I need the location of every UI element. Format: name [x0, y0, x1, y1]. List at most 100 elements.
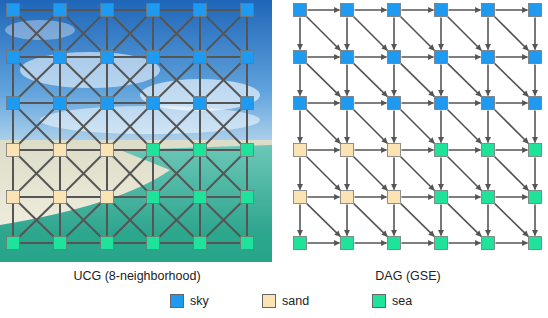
dag-arrow: [346, 65, 348, 96]
legend-text: sky: [190, 295, 209, 309]
grid-line: [107, 103, 153, 150]
pixel-square: [482, 51, 495, 64]
pixel-square: [147, 4, 160, 17]
grid-line: [60, 10, 107, 57]
dag-arrow: [402, 9, 434, 11]
dag-arrow: [308, 196, 340, 198]
dag-arrow: [299, 65, 301, 96]
dag-arrow: [354, 64, 387, 97]
pixel-square: [194, 144, 207, 157]
dag-arrow: [355, 102, 387, 104]
grid-line: [107, 57, 153, 103]
pixel-square: [435, 144, 448, 157]
pixel-square: [54, 97, 67, 110]
pixel-square: [7, 97, 20, 110]
pixel-square: [54, 237, 67, 250]
grid-line: [13, 56, 60, 58]
pixel-square: [194, 237, 207, 250]
grid-line: [13, 103, 60, 150]
grid-line: [13, 196, 60, 198]
grid-line: [107, 10, 153, 57]
pixel-square: [54, 191, 67, 204]
grid-line: [60, 56, 107, 58]
grid-line: [13, 242, 60, 244]
dag-arrow: [496, 102, 528, 104]
dag-arrow: [487, 18, 489, 50]
dag-arrow: [449, 196, 481, 198]
grid-line: [13, 57, 60, 103]
pixel-square: [435, 51, 448, 64]
grid-line: [60, 196, 107, 198]
grid-line: [106, 10, 108, 57]
dag-arrow: [307, 64, 340, 97]
pixel-square: [54, 4, 67, 17]
dag-arrow: [393, 111, 395, 143]
dag-arrow: [440, 18, 442, 50]
grid-line: [200, 149, 247, 151]
pixel-square: [529, 191, 542, 204]
grid-line: [199, 10, 201, 57]
dag-arrow: [487, 111, 489, 143]
grid-line: [153, 102, 200, 104]
dag-arrow: [346, 158, 348, 190]
grid-line: [152, 10, 154, 57]
grid-line: [12, 150, 14, 197]
pixel-square: [241, 97, 254, 110]
pixel-square: [241, 4, 254, 17]
dag-arrow: [495, 110, 529, 144]
dag-arrow: [354, 17, 388, 51]
grid-line: [200, 196, 247, 198]
pixel-square: [435, 97, 448, 110]
grid-line: [107, 57, 153, 103]
dag-arrow: [354, 204, 387, 237]
grid-line: [153, 57, 200, 103]
grid-line: [200, 197, 247, 243]
grid-line: [60, 10, 107, 57]
dag-arrow: [299, 18, 301, 50]
dag-arrow: [402, 196, 434, 198]
grid-line: [200, 150, 247, 197]
dag-arrow: [440, 65, 442, 96]
pixel-square: [294, 4, 307, 17]
grid-line: [200, 103, 247, 150]
dag-arrow: [402, 56, 434, 58]
legend-text: sand: [282, 295, 309, 309]
dag-arrow: [307, 204, 340, 237]
pixel-square: [54, 51, 67, 64]
grid-line: [60, 103, 107, 150]
dag-arrow: [308, 149, 340, 151]
dag-arrow: [299, 205, 301, 236]
dag-arrow: [449, 102, 481, 104]
pixel-square: [241, 191, 254, 204]
dag-arrow: [308, 56, 340, 58]
dag-arrow: [354, 110, 388, 144]
pixel-square: [388, 191, 401, 204]
dag-arrow: [449, 56, 481, 58]
pixel-square: [7, 144, 20, 157]
pixel-square: [529, 97, 542, 110]
grid-line: [153, 150, 200, 197]
grid-line: [200, 150, 247, 197]
dag-arrow: [355, 242, 387, 244]
grid-line: [200, 10, 247, 57]
pixel-square: [341, 191, 354, 204]
grid-line: [60, 242, 107, 244]
grid-line: [12, 103, 14, 150]
pixel-square: [101, 144, 114, 157]
legend-swatch: [262, 294, 276, 308]
dag-arrow: [448, 64, 481, 97]
dag-arrow: [496, 9, 528, 11]
dag-arrow: [449, 242, 481, 244]
pixel-square: [529, 4, 542, 17]
pixel-square: [147, 191, 160, 204]
dag-arrow: [354, 157, 388, 191]
grid-line: [152, 57, 154, 103]
grid-line: [13, 150, 60, 197]
grid-line: [60, 9, 107, 11]
pixel-square: [388, 97, 401, 110]
pixel-square: [529, 237, 542, 250]
grid-line: [199, 103, 201, 150]
pixel-square: [435, 237, 448, 250]
pixel-square: [388, 51, 401, 64]
dag-arrow: [402, 102, 434, 104]
